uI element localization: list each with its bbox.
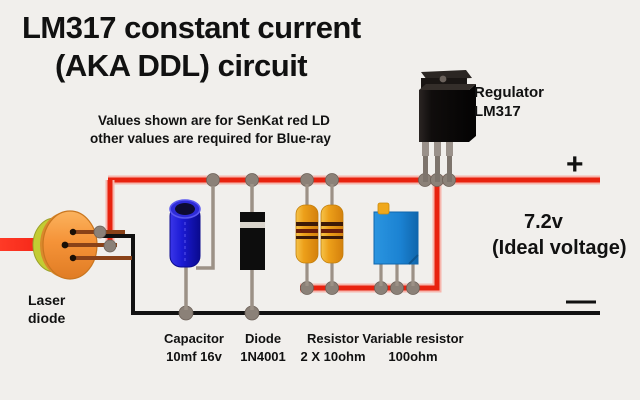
positive-terminal-symbol: + xyxy=(566,148,584,181)
component-label-resistor-line2: 2 X 10ohm xyxy=(300,349,366,364)
component-label-capacitor-line2: 10mf 16v xyxy=(166,349,222,364)
component-diode xyxy=(240,184,265,310)
component-variable-resistor xyxy=(373,202,419,286)
laser-diode-label-line1: Laser xyxy=(28,292,66,308)
solder-joints xyxy=(93,173,456,321)
trimpot-screw-icon xyxy=(377,202,390,215)
component-label-diode-line1: Diode xyxy=(244,331,282,346)
wiring-ground xyxy=(100,234,600,315)
laser-diode-label-line2: diode xyxy=(28,310,66,326)
component-capacitor xyxy=(169,186,215,310)
component-label-resistor-line1: Resistor xyxy=(306,331,360,346)
component-label-capacitor-line1: Capacitor xyxy=(164,331,224,346)
supply-voltage-value: 7.2v xyxy=(524,211,563,233)
regulator-label-line2: LM317 xyxy=(474,103,521,120)
component-regulator-lm317 xyxy=(419,70,476,182)
diagram-note-line2: other values are required for Blue-ray xyxy=(90,131,331,146)
component-label-diode-line2: 1N4001 xyxy=(240,349,286,364)
component-resistors xyxy=(295,184,344,286)
supply-voltage-note: (Ideal voltage) xyxy=(492,237,627,259)
diagram-note-line1: Values shown are for SenKat red LD xyxy=(98,113,330,128)
wiring-positive xyxy=(105,175,600,293)
negative-terminal-symbol: — xyxy=(566,284,596,317)
regulator-label-line1: Regulator xyxy=(474,84,545,101)
component-label-variable-resistor-line2: 100ohm xyxy=(388,349,438,364)
diagram-title-line2: (AKA DDL) circuit xyxy=(55,48,308,83)
laser-diode xyxy=(0,210,132,280)
diagram-title-line1: LM317 constant current xyxy=(22,10,361,45)
component-label-variable-resistor-line1: Variable resistor xyxy=(362,331,464,346)
